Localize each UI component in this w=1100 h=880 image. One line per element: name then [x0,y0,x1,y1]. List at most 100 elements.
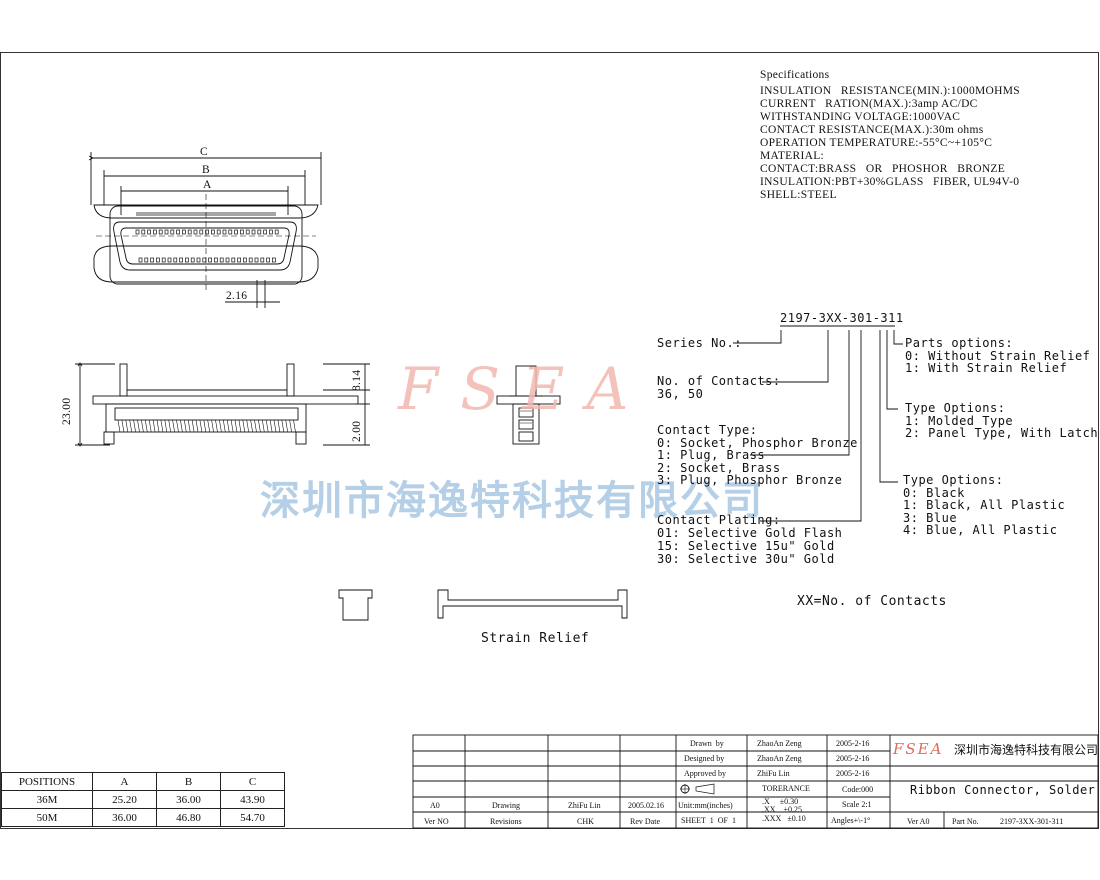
contact-pin [243,257,247,263]
contact-pin [251,229,256,235]
solder-tail [195,419,199,433]
part-number-leaders [733,325,903,522]
rev-chk: ZhiFu Lin [568,801,601,810]
end-view [496,365,561,445]
option-item: 3: Plug, Phosphor Bronze [657,473,843,488]
solder-tail [141,419,144,433]
solder-tail [215,419,218,433]
tolerance-label: TORERANCE [762,784,810,793]
solder-tail [137,419,140,433]
option-item: 4: Blue, All Plastic [903,523,1058,537]
drawing-title: Ribbon Connector, Solder [910,783,1096,797]
contact-pin [245,229,250,235]
contact-pin [147,229,151,235]
solder-tail [172,419,175,433]
tol-xxx: .XXX ±0.10 [762,814,806,823]
dim-c: C [200,146,208,158]
contact-pin [170,229,175,235]
contacts-title: No. of Contacts: [657,374,781,388]
contact-pin [237,257,241,263]
contact-pin [141,229,146,235]
solder-tail [242,419,246,433]
contact-pin [260,257,265,263]
contact-pin [228,229,233,235]
solder-tail [219,419,222,433]
contact-pin [156,257,160,263]
solder-tail [125,419,129,433]
table-cell: 36.00 [92,808,157,827]
table-cell: 36.00 [156,790,221,809]
spec-line: WITHSTANDING VOLTAGE:1000VAC [760,110,961,123]
specs-title: Specifications [760,69,830,81]
solder-tail [180,419,183,433]
spec-line: CURRENT RATION(MAX.):3amp AC/DC [760,97,978,110]
solder-tail [168,419,171,433]
contact-pin [164,229,169,235]
solder-tail [289,419,292,433]
spec-line: OPERATION TEMPERATURE:-55°C~+105°C [760,136,993,149]
spec-line: INSULATION:PBT+30%GLASS FIBER, UL94V-0 [760,176,1020,189]
solder-tail [273,419,277,433]
contact-pin [211,229,215,235]
option-heading: Contact Type: [657,423,758,437]
contact-pin [225,257,230,263]
contact-pin [144,257,149,263]
title-block-grid [412,734,1099,829]
strain-relief-parts [338,589,628,621]
part-no-label: Part No. [952,817,979,826]
option-item: 0: Black [903,485,965,500]
contact-pin [196,257,201,263]
contacts-values: 36, 50 [657,387,704,401]
contact-pin [167,257,172,263]
designed-date: 2005-2-16 [836,754,870,763]
option-heading: Parts options: [905,336,1014,350]
hdr-rev-date: Rev Date [630,817,660,826]
contact-pin [199,229,204,235]
contact-pin [187,229,192,235]
drawing-border [0,52,1099,829]
specifications: Specifications INSULATION RESISTANCE(MIN… [760,69,1020,202]
option-item: 3: Blue [903,510,958,525]
header-c: C [220,772,285,791]
approved-label: Approved by [684,769,726,778]
approved-by: ZhiFu Lin [757,769,790,778]
contact-pin [158,229,163,235]
contact-pin [219,257,224,263]
contact-pin [190,257,195,263]
sheet: SHEET 1 OF 1 [681,816,736,825]
contact-pin [173,257,178,263]
solder-tail [269,419,273,433]
dim-b: B [202,164,210,176]
contact-pin [274,229,279,235]
solder-tail [176,419,179,433]
spec-line: MATERIAL: [760,149,825,162]
option-item: 2: Socket, Brass [657,460,781,475]
contact-pin [179,257,183,263]
watermark-chinese: 深圳市海逸特科技有限公司 [260,478,764,524]
contact-pin [254,257,259,263]
dim-a: A [203,179,212,191]
contact-pin [150,257,154,263]
solder-tail [258,419,261,433]
solder-tail [133,419,136,433]
solder-tail [191,419,195,433]
option-item: 2: Panel Type, With Latch [905,426,1099,440]
drawn-date: 2005-2-16 [836,739,870,748]
contact-pin [257,229,262,235]
solder-tail [164,419,168,433]
solder-tail [187,419,191,433]
side-view [75,362,370,447]
contact-pin [161,257,166,263]
dim-d2: 2.00 [351,420,363,442]
rev-ver: A0 [430,801,440,810]
contact-pin [193,229,198,235]
table-cell: 50M [1,808,93,827]
option-item: 30: Selective 30u" Gold [657,552,835,566]
option-item: 15: Selective 15u" Gold [657,539,835,553]
solder-tail [226,419,230,433]
watermark-latin: FSEA [398,355,651,423]
solder-tail [148,419,152,433]
option-item: 0: Without Strain Relief [905,348,1091,363]
